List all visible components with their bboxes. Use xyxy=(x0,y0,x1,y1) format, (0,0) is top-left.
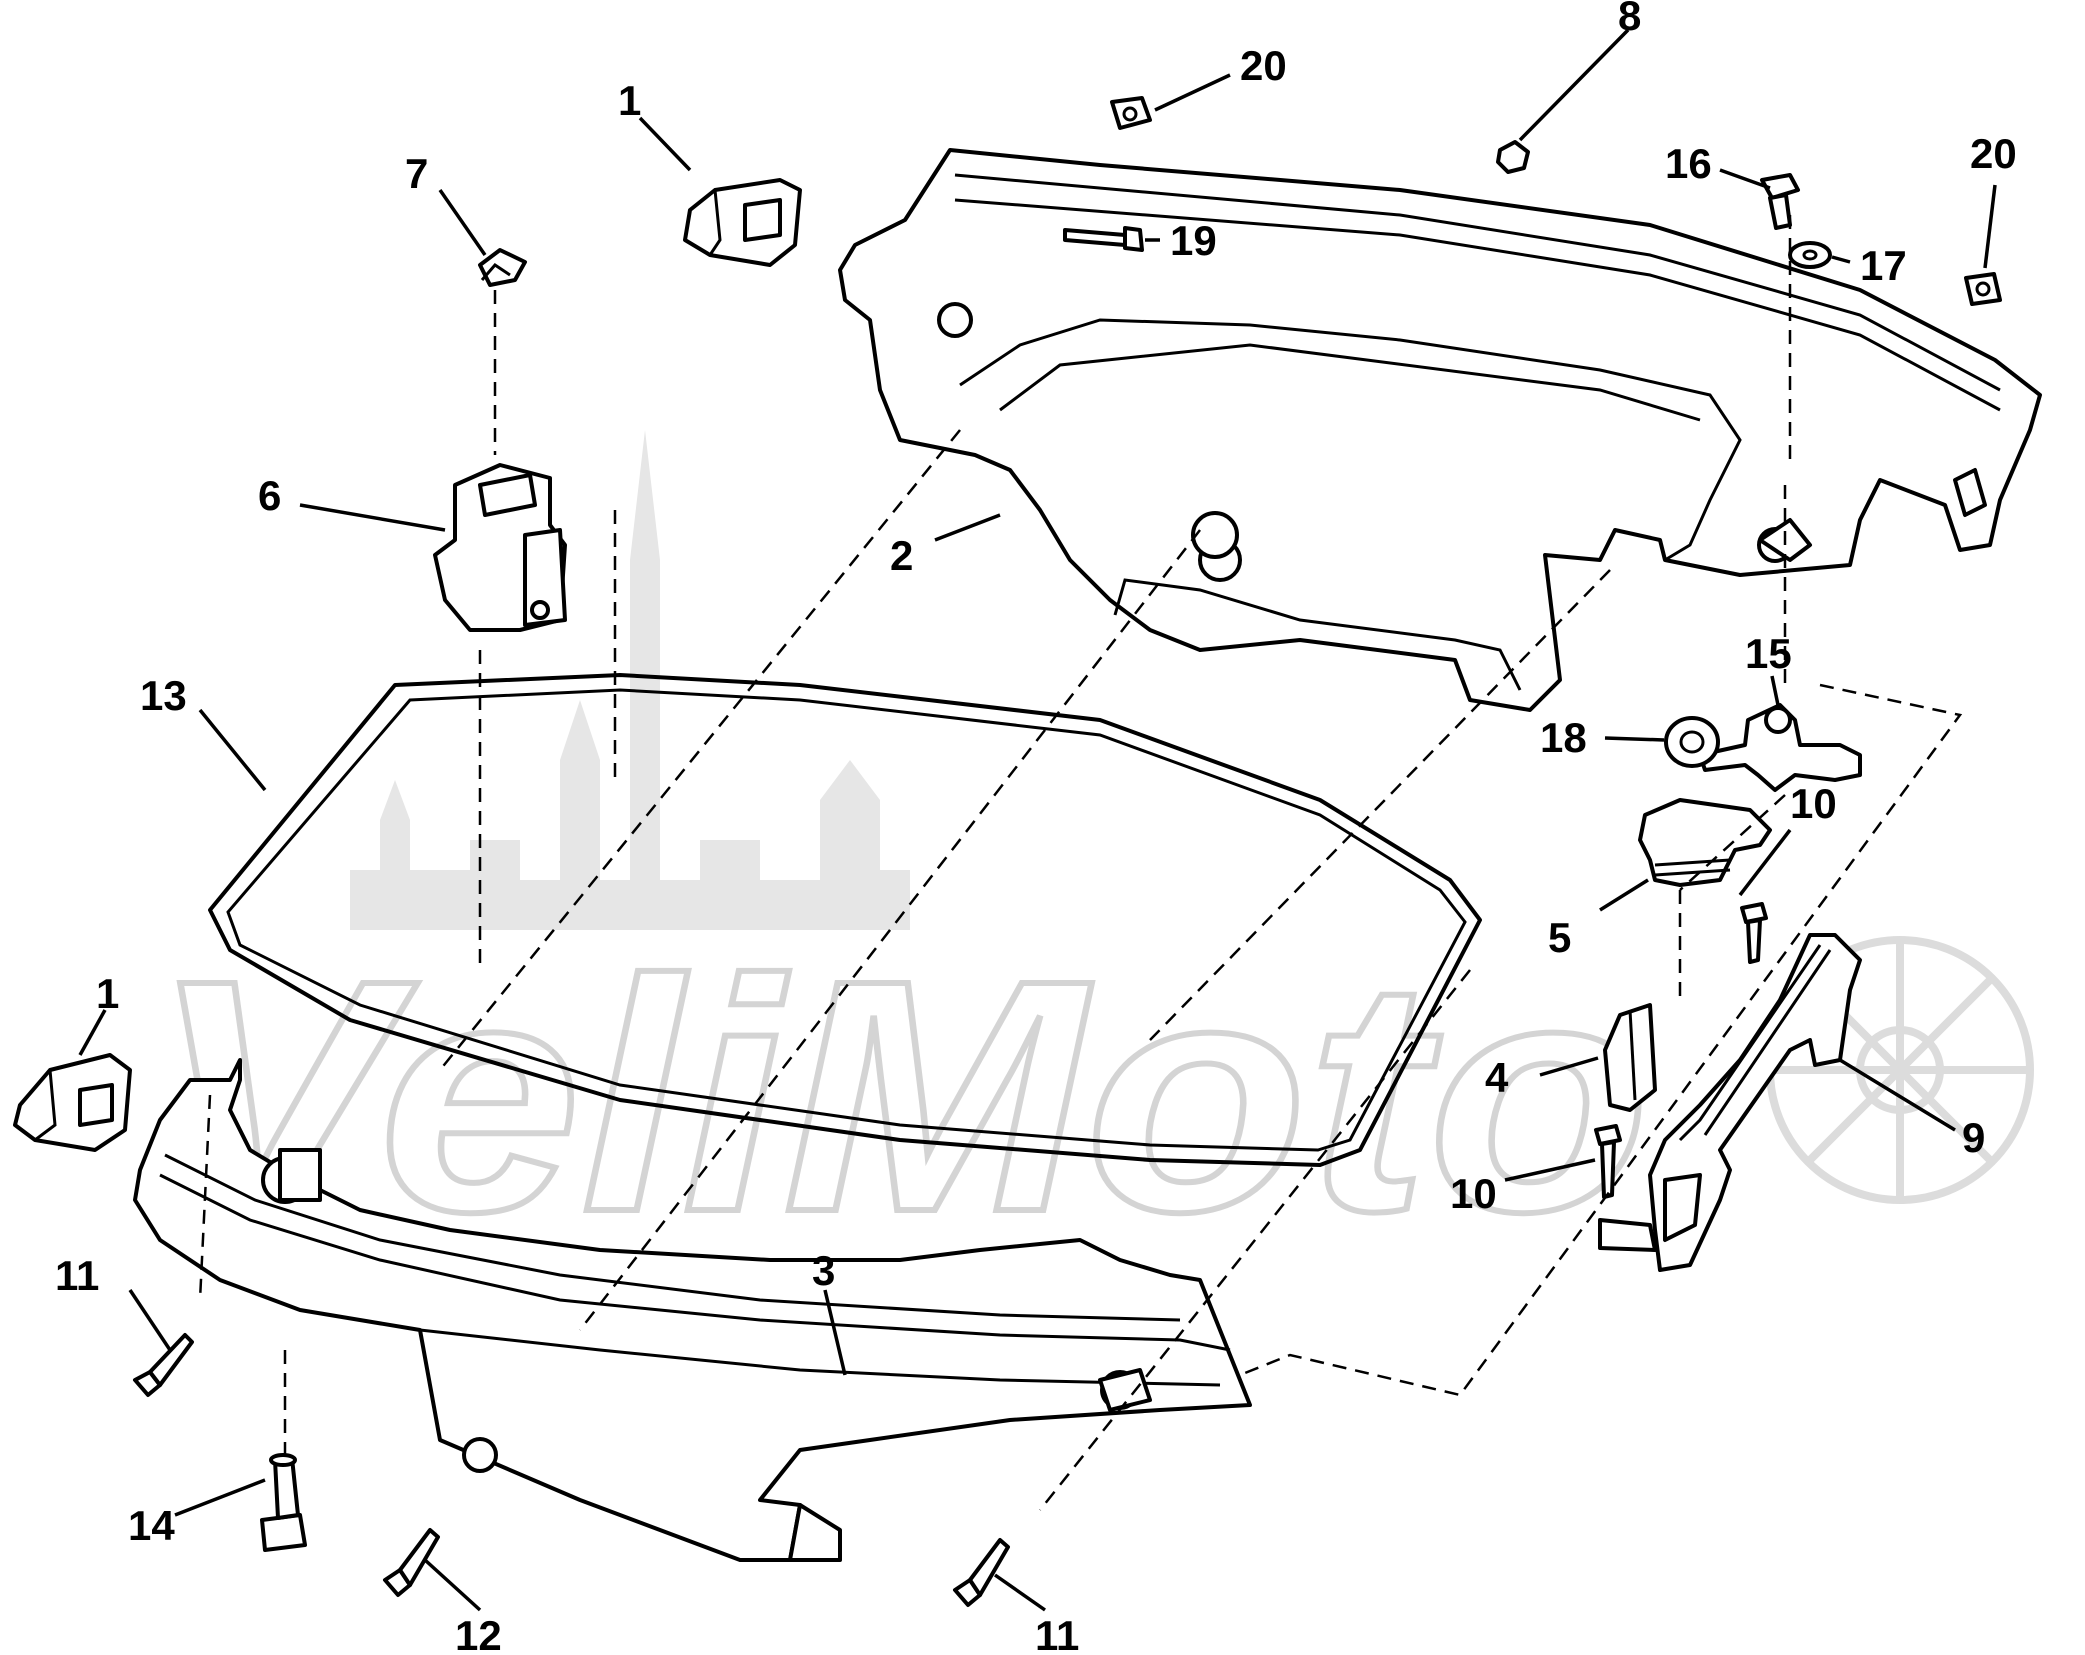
plate-part-5 xyxy=(1638,798,1772,887)
fitting-part-15 xyxy=(1698,703,1862,792)
callout-14: 14 xyxy=(128,1502,175,1549)
callout-20-right: 20 xyxy=(1970,130,2017,177)
clip-part-7 xyxy=(478,248,527,287)
screw-part-16 xyxy=(1760,173,1800,230)
callout-12: 12 xyxy=(455,1612,502,1655)
callout-17: 17 xyxy=(1860,242,1907,289)
callout-2: 2 xyxy=(890,532,913,579)
seal-gasket-part-13 xyxy=(208,673,1482,1167)
bumper-part-1-top xyxy=(683,178,802,267)
nut-part-8 xyxy=(1496,140,1530,174)
latch-part-6 xyxy=(433,463,567,632)
callout-6: 6 xyxy=(258,472,281,519)
washer-part-17 xyxy=(1788,241,1832,269)
bolt-part-12 xyxy=(383,1528,440,1597)
callout-9: 9 xyxy=(1962,1114,1985,1161)
callout-8: 8 xyxy=(1618,0,1641,39)
assembly-lines xyxy=(198,215,1963,1511)
nut-part-20-right xyxy=(1964,272,2002,306)
screw-part-19 xyxy=(1063,226,1144,252)
pad-part-4 xyxy=(1603,1003,1657,1112)
bolt-part-11-bottom xyxy=(953,1538,1010,1607)
callout-20-top: 20 xyxy=(1240,42,1287,89)
leader-lines xyxy=(78,28,1997,1612)
callout-1-top: 1 xyxy=(618,77,641,124)
callout-11-bottom: 11 xyxy=(1035,1612,1079,1655)
callout-10-upper: 10 xyxy=(1790,780,1837,827)
callout-10-lower: 10 xyxy=(1450,1170,1497,1217)
callout-labels: 1 20 8 16 20 7 19 17 6 2 13 15 18 10 5 1… xyxy=(55,0,2017,1655)
upper-hood-part-2 xyxy=(838,148,2042,712)
screw-part-10-lower xyxy=(1594,1124,1622,1199)
bolt-part-11-left xyxy=(133,1333,194,1397)
callout-13: 13 xyxy=(140,672,187,719)
bolt-part-14 xyxy=(260,1453,307,1552)
screw-part-10-upper xyxy=(1740,902,1768,964)
nut-part-20-top xyxy=(1110,96,1152,130)
callout-3: 3 xyxy=(812,1247,835,1294)
callout-19: 19 xyxy=(1170,217,1217,264)
callout-11-left: 11 xyxy=(55,1252,99,1299)
lower-hood-part-3 xyxy=(133,1058,1252,1562)
bumper-part-1-left xyxy=(13,1053,132,1152)
callout-1-left: 1 xyxy=(96,970,119,1017)
grommet-part-18 xyxy=(1664,716,1720,768)
bracket-part-9 xyxy=(1598,933,1862,1272)
callout-5: 5 xyxy=(1548,914,1571,961)
watermark-skyline xyxy=(350,430,910,930)
callout-7: 7 xyxy=(405,150,428,197)
callout-4: 4 xyxy=(1485,1054,1509,1101)
callout-15: 15 xyxy=(1745,630,1792,677)
callout-16: 16 xyxy=(1665,140,1712,187)
callout-18: 18 xyxy=(1540,714,1587,761)
